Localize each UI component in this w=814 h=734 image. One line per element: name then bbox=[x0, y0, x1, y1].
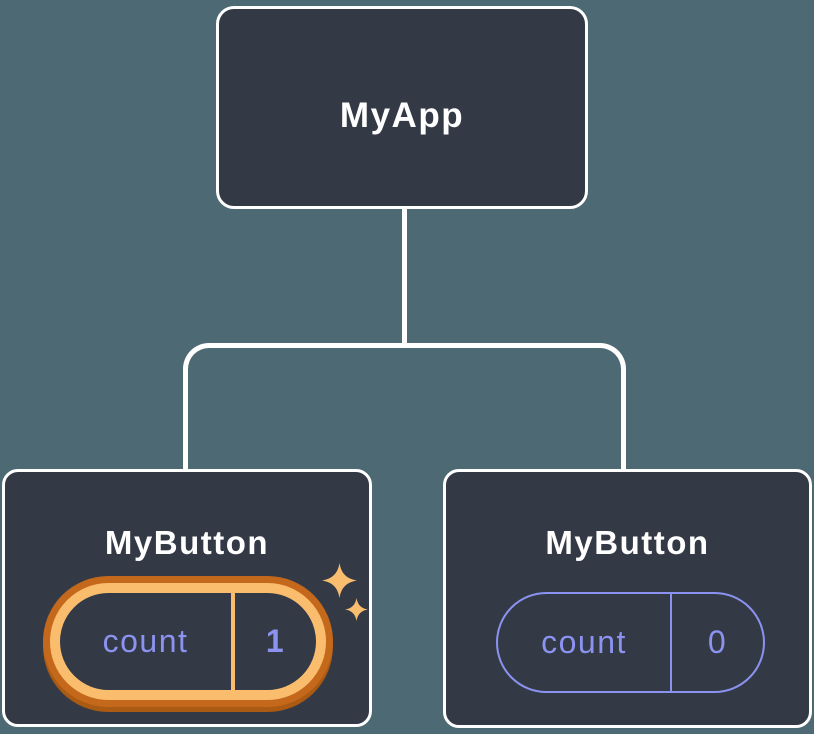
state-value: 0 bbox=[707, 624, 728, 660]
sparkle-icon-small bbox=[345, 598, 368, 621]
state-key: count bbox=[541, 624, 627, 660]
state-pill-highlighted: count 1 bbox=[50, 583, 326, 700]
pill-divider bbox=[670, 594, 672, 691]
state-pill: count 0 bbox=[496, 592, 765, 693]
connector-branch bbox=[183, 343, 626, 470]
node-myapp: MyApp bbox=[216, 6, 588, 209]
node-mybutton-idle: MyButton count 0 bbox=[443, 469, 812, 728]
sparkle-icon-large bbox=[322, 563, 357, 598]
connector-stem bbox=[402, 208, 407, 345]
pill-divider bbox=[231, 593, 235, 690]
node-myapp-label: MyApp bbox=[339, 96, 465, 135]
state-value: 1 bbox=[265, 623, 286, 659]
node-mybutton-active-label: MyButton bbox=[104, 524, 270, 561]
node-mybutton-active: MyButton count 1 bbox=[2, 469, 372, 727]
node-mybutton-idle-label: MyButton bbox=[545, 524, 710, 561]
state-key: count bbox=[102, 623, 189, 659]
